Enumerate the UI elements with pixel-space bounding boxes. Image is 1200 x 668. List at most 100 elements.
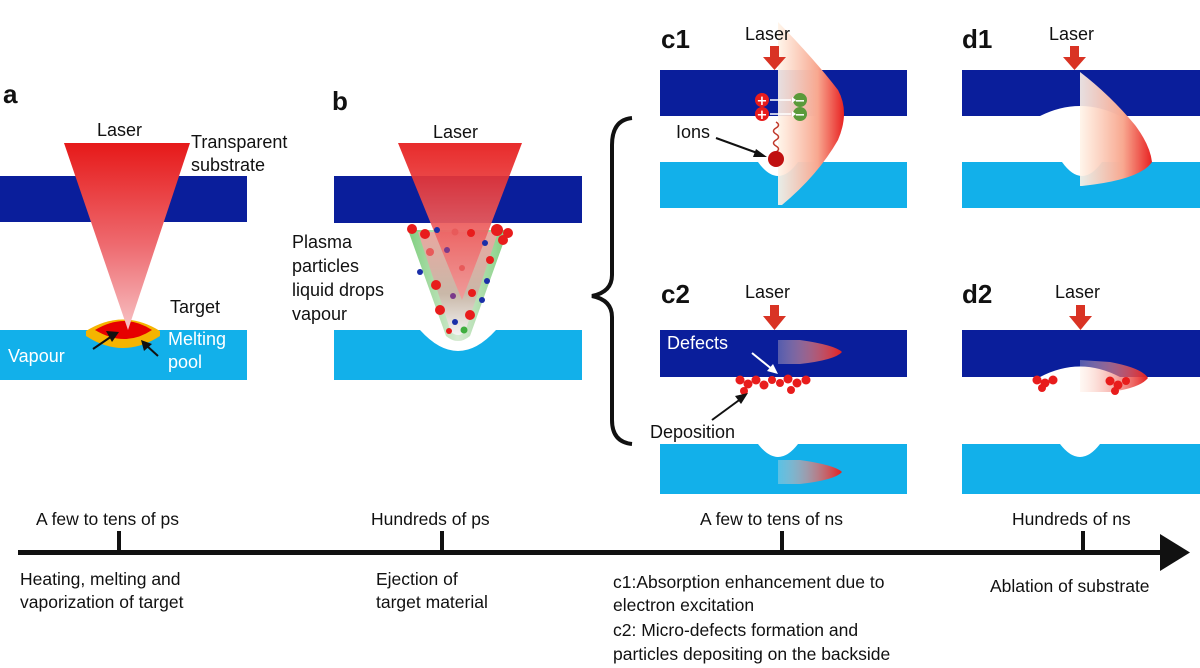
particle xyxy=(1032,375,1042,385)
particle xyxy=(465,310,475,320)
positive-charge-2 xyxy=(755,107,769,121)
particle xyxy=(751,375,761,385)
laser-down-arrow xyxy=(1063,57,1086,70)
stage-desc-2-line1: Ejection of xyxy=(376,569,458,589)
particle xyxy=(776,379,784,387)
melt-arrow-head xyxy=(141,340,152,351)
gaussian-pulse xyxy=(1080,72,1152,186)
substrate-label-line2: substrate xyxy=(191,155,265,175)
melt-arrow xyxy=(146,345,159,357)
stage-desc-2-line2: target material xyxy=(376,592,488,612)
panel-b: b Laser Plasma particles liquid drops va… xyxy=(292,86,582,380)
laser-arrow-shaft xyxy=(1076,305,1085,317)
laser-down-arrow xyxy=(1069,316,1092,330)
stage-desc-3-line3: c2: Micro-defects formation and xyxy=(613,620,858,640)
melting-label-line1: Melting xyxy=(168,329,226,349)
timeline-tick-1 xyxy=(117,531,121,551)
time-label-2: Hundreds of ps xyxy=(371,509,490,529)
timeline-axis xyxy=(18,550,1166,555)
panel-label-d1: d1 xyxy=(962,24,992,54)
deposited-particles xyxy=(735,374,811,395)
timeline-arrowhead xyxy=(1160,534,1190,571)
substrate-label-line1: Transparent xyxy=(191,132,287,152)
particle xyxy=(484,278,490,284)
particle xyxy=(460,326,468,334)
ion xyxy=(768,151,784,167)
laser-label: Laser xyxy=(433,122,478,142)
excitation-arrowhead-2 xyxy=(792,111,796,117)
particle xyxy=(486,256,494,264)
panel-label-b: b xyxy=(332,86,348,116)
particle xyxy=(459,265,465,271)
particle xyxy=(450,293,456,299)
deposition-pointer-head xyxy=(735,393,748,404)
stage-desc-1-line2: vaporization of target xyxy=(20,592,184,612)
particle xyxy=(479,297,485,303)
particle xyxy=(446,328,452,334)
timeline-tick-3 xyxy=(780,531,784,551)
particle xyxy=(1105,376,1115,386)
particle xyxy=(759,380,769,390)
time-label-3: A few to tens of ns xyxy=(700,509,843,529)
laser-down-arrow xyxy=(763,316,786,330)
particle xyxy=(435,305,445,315)
particle xyxy=(468,289,476,297)
time-label-4: Hundreds of ns xyxy=(1012,509,1131,529)
panel-d1: d1 Laser xyxy=(962,24,1200,208)
deposition-pointer xyxy=(711,397,743,421)
stage-desc-3-line1: c1:Absorption enhancement due to xyxy=(613,572,884,592)
plasma-label-line2: particles xyxy=(292,256,359,276)
stage-desc-3-line4: particles depositing on the backside xyxy=(613,644,890,664)
gaussian-pulse xyxy=(1080,360,1148,392)
electron-1 xyxy=(793,93,807,107)
particle xyxy=(740,387,748,395)
stage-desc-4-line1: Ablation of substrate xyxy=(990,576,1150,596)
timeline: A few to tens of ps Hundreds of ps A few… xyxy=(18,509,1190,664)
positive-charge-1 xyxy=(755,93,769,107)
particle xyxy=(1038,384,1046,392)
particle xyxy=(735,375,745,385)
timeline-tick-2 xyxy=(440,531,444,551)
vapour-label: Vapour xyxy=(8,346,65,366)
ions-pointer-head xyxy=(753,149,767,157)
laser-beam xyxy=(64,143,190,330)
electron-2 xyxy=(793,107,807,121)
panel-label-d2: d2 xyxy=(962,279,992,309)
laser-arrow-shaft xyxy=(1070,46,1079,58)
laser-label: Laser xyxy=(745,282,790,302)
deposited-particles xyxy=(1032,375,1130,395)
minus-sign-1: − xyxy=(795,94,806,109)
laser-beam xyxy=(398,143,522,300)
particle xyxy=(407,224,417,234)
laser-arrow-shaft xyxy=(770,46,779,58)
timeline-tick-4 xyxy=(1081,531,1085,551)
panel-label-a: a xyxy=(3,79,18,109)
particle xyxy=(482,240,488,246)
target-crater xyxy=(1060,444,1100,457)
laser-label: Laser xyxy=(745,24,790,44)
panel-label-c2: c2 xyxy=(661,279,690,309)
particle xyxy=(1048,375,1058,385)
defects-pointer-head xyxy=(767,364,778,374)
gaussian-pulse-lower xyxy=(778,460,842,484)
panel-c2: c2 Laser Defects Deposition xyxy=(650,279,907,494)
melting-label-line2: pool xyxy=(168,352,202,372)
laser-label: Laser xyxy=(1049,24,1094,44)
grouping-brace xyxy=(591,116,633,446)
vapour-arrow-head xyxy=(106,331,119,342)
panel-d2: d2 Laser xyxy=(962,279,1200,494)
plasma-label-line1: Plasma xyxy=(292,232,353,252)
minus-sign-2: − xyxy=(795,108,806,123)
stage-desc-3-line2: electron excitation xyxy=(613,595,754,615)
gaussian-pulse xyxy=(778,22,844,205)
particle xyxy=(451,228,459,236)
plasma-label-line4: vapour xyxy=(292,304,347,324)
particle xyxy=(467,229,475,237)
plasma-label-line3: liquid drops xyxy=(292,280,384,300)
laser-down-arrow xyxy=(763,57,786,70)
ions-pointer xyxy=(715,137,761,155)
particle xyxy=(743,379,753,389)
particle xyxy=(768,376,776,384)
particle xyxy=(1122,377,1130,385)
